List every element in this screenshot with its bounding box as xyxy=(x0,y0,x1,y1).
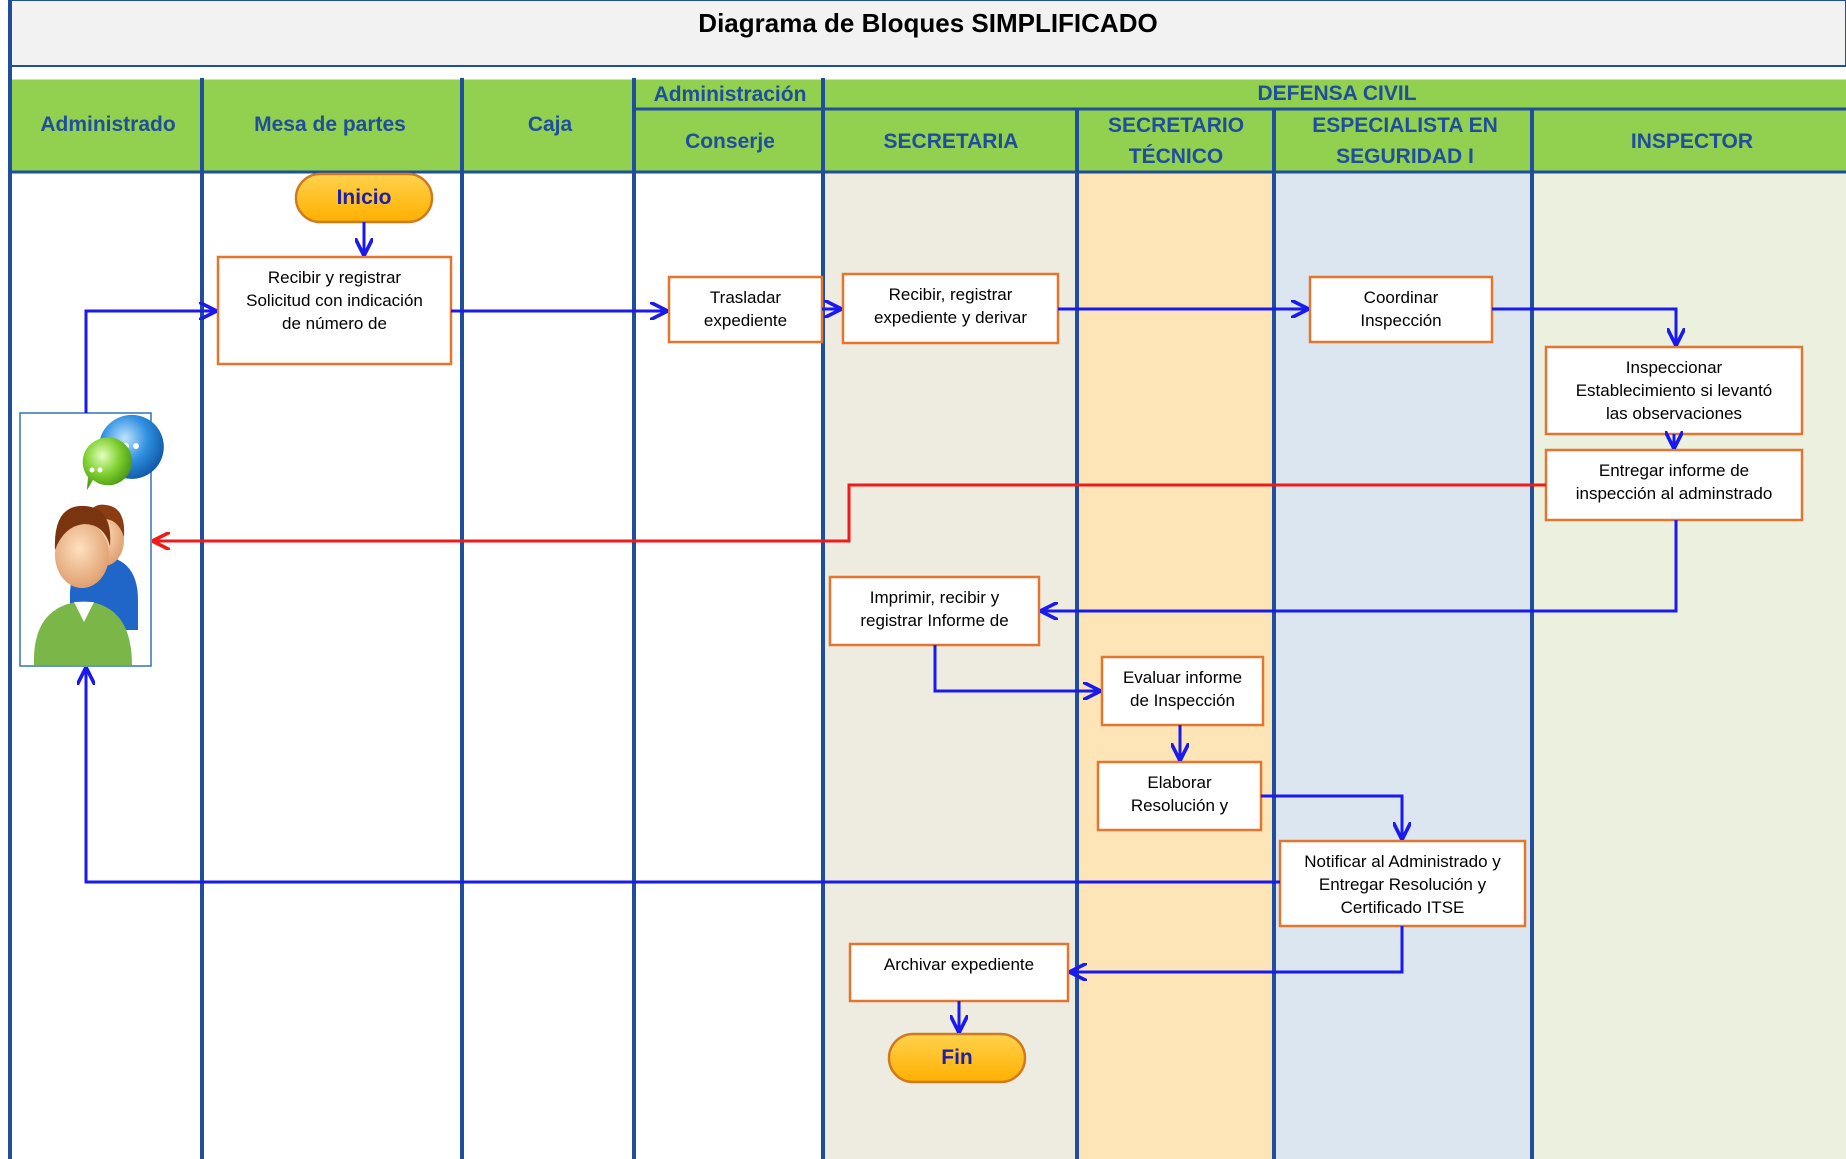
arrow-notificar-to-administrado xyxy=(86,669,1280,884)
step-archivar: Archivar expediente xyxy=(883,955,1035,974)
lane-bg-inspector xyxy=(1532,172,1846,1159)
arrow-notificar-to-archivar xyxy=(1071,926,1404,972)
box-recibir-registrar xyxy=(216,255,453,366)
lane-header-caja: Caja xyxy=(528,113,573,136)
lane-header-conserje: Conserje xyxy=(685,130,775,153)
lane-header-administrado: Administrado xyxy=(40,113,175,136)
step-evaluar: Evaluar informe de Inspección xyxy=(1122,668,1243,710)
arrow-coordinar-to-inspeccionar xyxy=(1492,307,1676,344)
step-recibir-derivar: Recibir, registrar expediente y derivar xyxy=(873,285,1028,327)
box-imprimir xyxy=(828,575,1041,647)
arrow-entregar-to-administrado xyxy=(154,483,1546,541)
lane-header-mesa-de-partes: Mesa de partes xyxy=(254,113,406,136)
step-inspeccionar: Inspeccionar Establecimiento si levantó … xyxy=(1575,358,1773,423)
people-chat-icon xyxy=(19,412,164,667)
step-imprimir: Imprimir, recibir y registrar Informe de xyxy=(860,588,1009,630)
lane-header-especialista-2: SEGURIDAD I xyxy=(1336,145,1474,168)
terminal-fin-label: Fin xyxy=(941,1046,973,1069)
step-trasladar: Trasladar expediente xyxy=(703,288,788,330)
box-entregar-informe xyxy=(1544,448,1804,522)
box-evaluar xyxy=(1100,655,1265,727)
lane-header-administracion: Administración xyxy=(654,83,807,106)
lane-header-especialista-1: ESPECIALISTA EN xyxy=(1312,114,1498,137)
lane-header-secretario-tecnico-2: TÉCNICO xyxy=(1129,145,1224,168)
arrow-administrado-to-mesa xyxy=(84,311,215,413)
arrow-elaborar-to-notificar xyxy=(1261,794,1402,838)
lane-header-inspector: INSPECTOR xyxy=(1631,130,1753,153)
box-trasladar xyxy=(667,275,824,344)
lane-header-secretario-tecnico-1: SECRETARIO xyxy=(1108,114,1244,137)
box-inspeccionar xyxy=(1544,345,1804,436)
step-recibir-registrar: Recibir y registrar Solicitud con indica… xyxy=(246,268,423,333)
terminal-inicio-label: Inicio xyxy=(336,186,392,209)
box-notificar xyxy=(1278,839,1527,928)
step-entregar-informe: Entregar informe de inspección al admins… xyxy=(1575,461,1773,503)
lane-header-defensa-civil: DEFENSA CIVIL xyxy=(1257,82,1416,105)
step-notificar: Notificar al Administrado y Entregar Res… xyxy=(1304,852,1501,917)
arrow-imprimir-to-evaluar xyxy=(933,645,1099,691)
header-band xyxy=(10,78,1846,172)
terminal-fin xyxy=(887,1032,1027,1084)
box-coordinar xyxy=(1308,275,1494,344)
step-elaborar: Elaborar Resolución y xyxy=(1130,773,1229,815)
box-recibir-derivar xyxy=(841,272,1060,345)
step-coordinar: Coordinar Inspección xyxy=(1360,288,1442,330)
lane-header-secretaria: SECRETARIA xyxy=(884,130,1019,153)
box-elaborar xyxy=(1096,760,1263,832)
diagram-title: Diagrama de Bloques SIMPLIFICADO xyxy=(698,8,1157,38)
arrow-entregar-to-imprimir xyxy=(1042,520,1678,611)
